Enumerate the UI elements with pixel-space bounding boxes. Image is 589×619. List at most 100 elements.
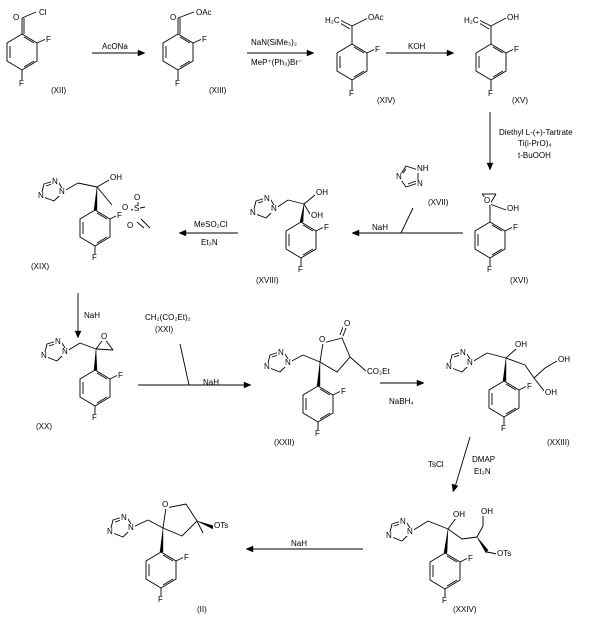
reagent-nah: NaH xyxy=(372,223,389,232)
atom-n: N xyxy=(120,513,128,522)
atom-oh: OH xyxy=(109,173,123,182)
compound-label-xv: (XV) xyxy=(512,96,528,105)
atom-n: N xyxy=(466,358,474,367)
atom-o: O xyxy=(126,221,135,230)
atom-o: O xyxy=(483,196,492,205)
atom-f: F xyxy=(441,596,448,605)
atom-f: F xyxy=(512,223,519,232)
atom-n: N xyxy=(459,348,467,357)
atom-n: N xyxy=(263,194,271,203)
atom-n: N xyxy=(249,208,257,217)
reagent-diethyl-tartrate: Diethyl L-(+)-Tartrate xyxy=(499,128,573,137)
atom-n: N xyxy=(406,527,414,536)
atom-f: F xyxy=(117,371,124,380)
reagent-sodium-hexamethyldisilazide: NaN(SiMe₃)₂ xyxy=(251,38,297,47)
atom-oh: OH xyxy=(557,355,571,364)
atom-f: F xyxy=(91,413,98,422)
atom-ots: OTs xyxy=(213,521,230,530)
atom-f: F xyxy=(374,45,381,54)
atom-o: O xyxy=(343,319,352,328)
compound-label-xxi: (XXI) xyxy=(155,325,174,334)
atom-f: F xyxy=(183,553,190,562)
atom-co2et: CO₂Et xyxy=(366,367,391,376)
atom-n: N xyxy=(445,362,453,371)
reagent-acona: AcONa xyxy=(102,42,128,51)
atom-f: F xyxy=(467,554,474,563)
atom-n: N xyxy=(37,191,45,200)
atom-f: F xyxy=(116,211,123,220)
atom-n: N xyxy=(416,179,424,188)
atom-o: O xyxy=(169,13,178,22)
atom-n: N xyxy=(385,531,393,540)
atom-o: O xyxy=(161,500,170,509)
atom-n: N xyxy=(399,517,407,526)
arrow-xix-to-xx xyxy=(74,293,82,339)
compound-label-xxiv: (XXIV) xyxy=(453,605,477,614)
atom-nh: NH xyxy=(416,164,430,173)
structure-xii xyxy=(6,11,47,80)
reagent-nah: NaH xyxy=(84,311,101,320)
arrow-xxii-to-xxiii xyxy=(380,379,425,387)
atom-f: F xyxy=(500,424,507,433)
atom-n: N xyxy=(395,172,403,181)
arrow-xviii-to-xix xyxy=(178,229,238,237)
atom-f: F xyxy=(201,35,208,44)
atom-n: N xyxy=(61,347,69,356)
atom-oh: OH xyxy=(315,188,329,197)
compound-label-xiii: (XIII) xyxy=(209,86,227,95)
atom-n: N xyxy=(51,177,59,186)
atom-f: F xyxy=(174,79,181,88)
arrow-xiv-to-xv xyxy=(386,49,455,57)
atom-f: F xyxy=(323,223,330,232)
atom-f: F xyxy=(45,35,52,44)
atom-n: N xyxy=(106,527,114,536)
atom-oh: OH xyxy=(480,507,494,516)
compound-label-xx: (XX) xyxy=(36,422,52,431)
structure-xv xyxy=(475,17,515,90)
reagent-tbuooh: t-BuOOH xyxy=(518,151,551,160)
compound-label-xii: (XII) xyxy=(51,86,67,95)
arrow-xii-to-xiii xyxy=(92,49,146,57)
compound-label-xiv: (XIV) xyxy=(377,96,396,105)
atom-cl: Cl xyxy=(38,8,48,17)
atom-o: O xyxy=(318,335,327,344)
reagent-tosyl-chloride: TsCl xyxy=(428,460,444,469)
structure-xiii xyxy=(162,11,203,80)
arrow-xvi-to-xviii xyxy=(351,207,463,237)
atom-n: N xyxy=(58,187,66,196)
reagent-nah: NaH xyxy=(203,378,220,387)
atom-n: N xyxy=(127,523,135,532)
reagent-triethylamine: Et₃N xyxy=(201,238,218,247)
compound-label-xvi: (XVI) xyxy=(510,276,529,285)
atom-f: F xyxy=(18,79,25,88)
arrow-xiii-to-xiv xyxy=(247,49,315,57)
structure-xix xyxy=(40,179,151,254)
arrow-xv-to-xvi xyxy=(486,112,494,171)
atom-o: O xyxy=(12,13,21,22)
atom-n: N xyxy=(277,348,285,357)
structure-xiv xyxy=(336,17,376,90)
atom-o: O xyxy=(133,193,142,202)
atom-f: F xyxy=(348,89,355,98)
atom-n: N xyxy=(54,337,62,346)
atom-f: F xyxy=(526,382,533,391)
atom-f: F xyxy=(157,595,164,604)
atom-f: F xyxy=(314,429,321,438)
compound-label-xxiii: (XXIII) xyxy=(547,438,570,447)
structure-xx xyxy=(43,337,119,414)
structure-xxii xyxy=(266,326,367,430)
compound-label-ii: (II) xyxy=(197,605,207,614)
atom-n: N xyxy=(270,204,278,213)
atom-f: F xyxy=(297,265,304,274)
compound-label-xvii: (XVII) xyxy=(428,198,449,207)
atom-o: O xyxy=(100,332,109,341)
reagent-mesyl-chloride: MeSO₂Cl xyxy=(194,220,228,229)
reagent-nah: NaH xyxy=(291,539,308,548)
atom-oh: OH xyxy=(310,211,324,220)
reagent-dmap: DMAP xyxy=(472,455,496,464)
compound-label-xviii: (XVIII) xyxy=(256,276,279,285)
atom-f: F xyxy=(513,45,520,54)
atom-oh: OH xyxy=(506,204,520,213)
atom-oh: OH xyxy=(506,13,520,22)
atom-oac: OAc xyxy=(195,8,213,17)
